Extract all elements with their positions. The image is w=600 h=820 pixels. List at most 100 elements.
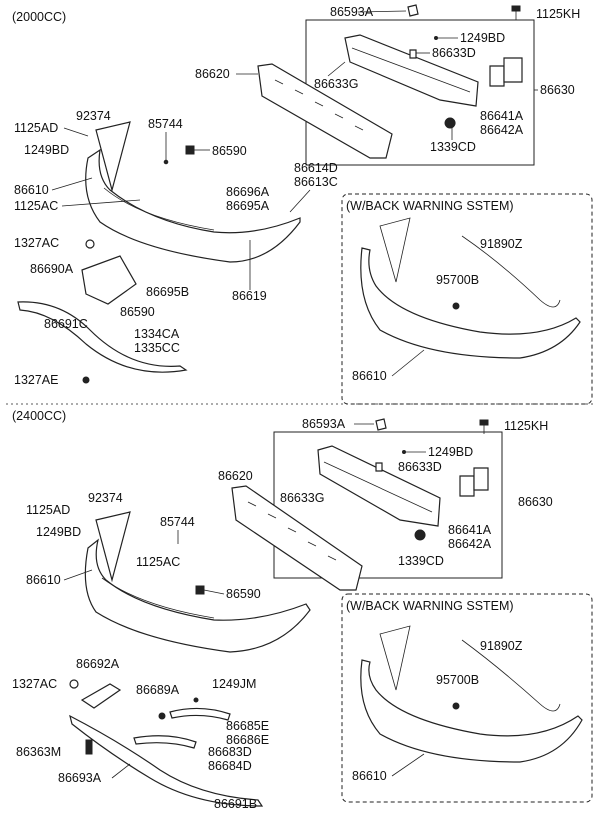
label-86593a-b: 86593A — [302, 417, 346, 431]
bumper-side-bracket — [95, 121, 131, 193]
label-86642a: 86642A — [480, 123, 524, 137]
label-1339cd: 1339CD — [430, 140, 476, 154]
label-1339cd-b: 1339CD — [398, 554, 444, 568]
label-86610-warning-top: 86610 — [352, 369, 387, 383]
label-86641a: 86641A — [480, 109, 524, 123]
label-86642a-b: 86642A — [448, 537, 492, 551]
label-1125ad: 1125AD — [14, 121, 58, 135]
label-91890z-bottom: 91890Z — [480, 639, 523, 653]
label-86633d: 86633D — [432, 46, 476, 60]
bolt-1125kh-head-b — [479, 419, 489, 426]
bumper-cover-86610-b — [84, 538, 311, 653]
option-heading-bottom: (W/BACK WARNING SSTEM) — [346, 599, 514, 613]
label-86630-b: 86630 — [518, 495, 553, 509]
screw-1249jm — [193, 697, 199, 703]
leader-86610-warning-top — [391, 349, 425, 377]
fastener-1327ae — [82, 376, 90, 384]
label-86695a: 86695A — [226, 199, 270, 213]
label-86613c: 86613C — [294, 175, 338, 189]
leader-86610-warning-bottom — [391, 753, 425, 777]
clip-86590-b — [195, 585, 205, 595]
label-86690a: 86690A — [30, 262, 74, 276]
sensor-95700b-bottom — [452, 702, 460, 710]
label-86610-warning-bottom: 86610 — [352, 769, 387, 783]
label-86619: 86619 — [232, 289, 267, 303]
label-86689a: 86689A — [136, 683, 180, 697]
garnish-86685e — [169, 707, 231, 721]
label-1125ac-b: 1125AC — [136, 555, 180, 569]
bumper-side-bracket-b — [95, 511, 131, 583]
clip-86633d-shape-b — [375, 462, 383, 472]
label-1249bd-b: 1249BD — [36, 525, 81, 539]
label-86686e: 86686E — [226, 733, 269, 747]
label-1249jm: 1249JM — [212, 677, 256, 691]
absorber-ribs-b — [247, 501, 337, 561]
label-86684d: 86684D — [208, 759, 252, 773]
label-1125kh: 1125KH — [536, 7, 580, 21]
label-1249bd-box: 1249BD — [460, 31, 505, 45]
leader-1125ad — [63, 127, 89, 137]
label-86630: 86630 — [540, 83, 575, 97]
warning-side-bracket-bottom — [379, 625, 411, 691]
label-86620: 86620 — [195, 67, 230, 81]
label-1327ae: 1327AE — [14, 373, 58, 387]
label-86593a: 86593A — [330, 5, 374, 19]
bumper-cover-warning-bottom — [360, 659, 583, 763]
label-95700b-bottom: 95700B — [436, 673, 479, 687]
nut-1339cd — [444, 117, 456, 129]
under-cover-86690a — [17, 301, 188, 373]
trim-86692a — [80, 683, 122, 709]
leader-86593a — [357, 10, 407, 13]
label-92374: 92374 — [76, 109, 111, 123]
back-warning-box-bottom — [341, 593, 593, 803]
label-86685e: 86685E — [226, 719, 269, 733]
label-86620-b: 86620 — [218, 469, 253, 483]
fastener-86689a — [158, 712, 166, 720]
label-86633d-b: 86633D — [398, 460, 442, 474]
leader-86613c — [289, 189, 311, 213]
bracket-86642a-shape-b — [473, 467, 489, 491]
label-1249bd-box-b: 1249BD — [428, 445, 473, 459]
sensor-harness-bottom — [461, 639, 561, 712]
nut-1339cd-b — [414, 529, 426, 541]
bracket-86641a-shape — [489, 65, 505, 87]
label-86693a: 86693A — [58, 771, 102, 785]
bolt-86363m — [85, 739, 93, 755]
sensor-95700b-top — [452, 302, 460, 310]
leader-86693a — [111, 763, 131, 779]
screw-1249bd-box — [434, 36, 438, 40]
leader-86610-b — [63, 569, 93, 581]
label-86610: 86610 — [14, 183, 49, 197]
leader-86610 — [51, 177, 93, 191]
label-1125kh-b: 1125KH — [504, 419, 548, 433]
fastener-1327ac-b — [69, 679, 79, 689]
bolt-1125kh-head — [511, 5, 521, 12]
label-86691b: 86691B — [214, 797, 257, 811]
bracket-86642a-shape — [503, 57, 523, 83]
energy-absorber-86620-b — [231, 485, 363, 591]
back-warning-box-top — [341, 193, 593, 405]
clip-85744 — [163, 159, 169, 165]
absorber-ribs — [274, 79, 364, 131]
label-95700b-top: 95700B — [436, 273, 479, 287]
label-92374-b: 92374 — [88, 491, 123, 505]
bumper-cover-86610 — [85, 148, 301, 263]
label-85744: 85744 — [148, 117, 183, 131]
label-1125ac: 1125AC — [14, 199, 58, 213]
label-86633g: 86633G — [314, 77, 358, 91]
label-86590-b2: 86590 — [226, 587, 261, 601]
warning-side-bracket-top — [379, 217, 411, 283]
leader-86633g — [327, 61, 346, 77]
under-cover-86693a — [69, 714, 264, 807]
option-heading-top: (W/BACK WARNING SSTEM) — [346, 199, 514, 213]
label-1334ca: 1334CA — [134, 327, 180, 341]
section-heading-2000cc: (2000CC) — [12, 10, 66, 24]
bumper-crease-b — [101, 577, 215, 619]
leader-1125ac — [61, 199, 141, 207]
clip-86593a-shape-b — [375, 418, 387, 431]
bumper-cover-warning-top — [360, 247, 581, 359]
label-86695b: 86695B — [146, 285, 189, 299]
clip-86590 — [185, 145, 195, 155]
label-86683d: 86683D — [208, 745, 252, 759]
